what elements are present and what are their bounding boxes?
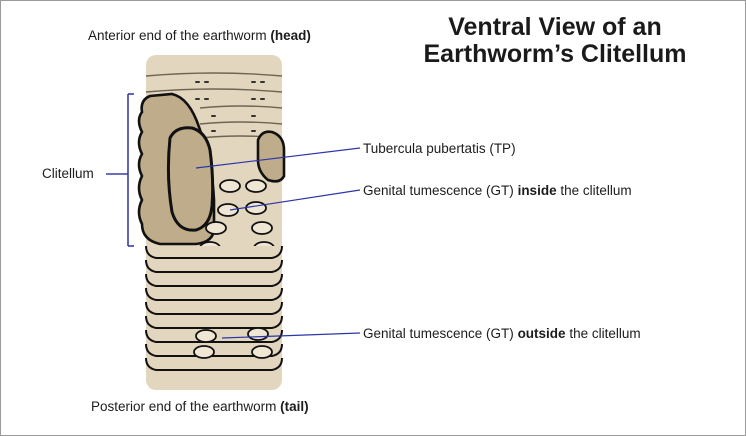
- anterior-label: Anterior end of the earthworm (head): [88, 28, 311, 43]
- posterior-label: Posterior end of the earthworm (tail): [91, 399, 309, 414]
- tubercula-pubertatis: [166, 126, 215, 232]
- diagram-title: Ventral View of an Earthworm’s Clitellum: [400, 14, 710, 68]
- head-setae: [195, 81, 265, 132]
- clitellum-bracket: [106, 93, 134, 247]
- title-line-1: Ventral View of an: [448, 13, 662, 41]
- gt-outside-label: Genital tumescence (GT) outside the clit…: [363, 326, 641, 341]
- gt-inside-pointer: [229, 189, 361, 211]
- title-line-2: Earthworm’s Clitellum: [423, 40, 687, 68]
- gt-outside-pointer: [221, 332, 361, 339]
- pointer-lines: [195, 147, 361, 339]
- clitellum-right-bulge: [256, 130, 286, 183]
- tp-pointer: [195, 147, 361, 169]
- tp-label: Tubercula pubertatis (TP): [363, 141, 516, 156]
- clitellum-label: Clitellum: [42, 166, 94, 181]
- gt-inside-label: Genital tumescence (GT) inside the clite…: [363, 183, 632, 198]
